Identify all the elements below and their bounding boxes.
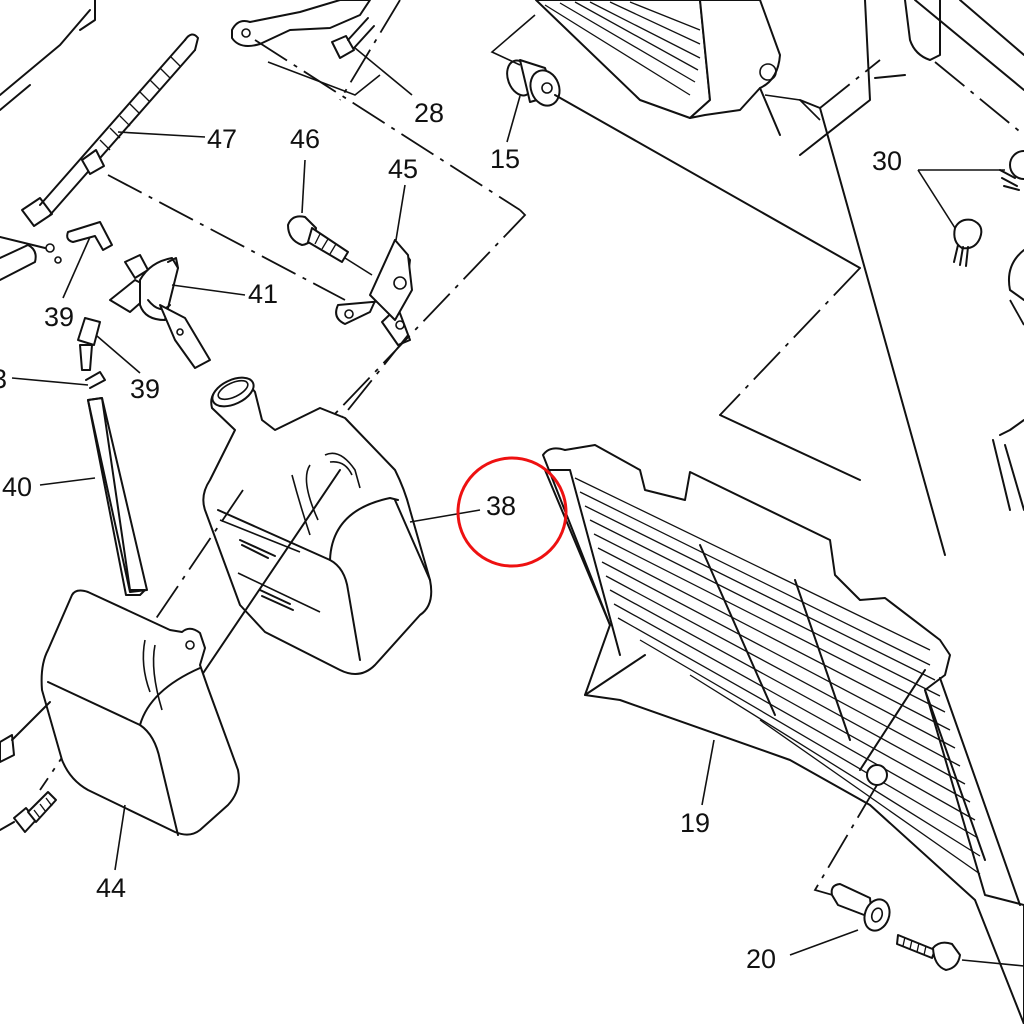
- label-44: 44: [96, 873, 126, 903]
- label-19: 19: [680, 808, 710, 838]
- long-bolt-47: [21, 33, 346, 301]
- reservoir-marking-low: [259, 589, 294, 611]
- label-38: 38: [486, 491, 516, 521]
- label-39-lower: 39: [130, 374, 160, 404]
- upper-left-frame-part: [0, 0, 96, 111]
- bolt-28: [331, 17, 413, 96]
- reservoir-marking-full: [239, 539, 276, 559]
- hose-40: [39, 397, 148, 596]
- right-edge-parts: [992, 299, 1024, 511]
- bolt-46: [287, 159, 373, 276]
- label-45: 45: [388, 154, 418, 184]
- upper-right-frame: [904, 0, 1024, 301]
- grille-slats: [574, 477, 981, 875]
- valve-41: [109, 254, 246, 369]
- hose-clamp-30: [917, 150, 1024, 267]
- label-46: 46: [290, 124, 320, 154]
- frame-outline-center: [719, 59, 946, 556]
- label-15: 15: [490, 144, 520, 174]
- collar-20: [789, 883, 891, 956]
- bushing-15: [490, 14, 861, 269]
- reservoir-cover-44: [40, 589, 240, 871]
- upper-bracket-link: [231, 0, 521, 211]
- left-fittings: [0, 236, 106, 389]
- label-30: 30: [872, 146, 902, 176]
- highlight-circle-38: [456, 456, 568, 568]
- bracket-45: [335, 184, 413, 346]
- label-39-upper: 39: [44, 302, 74, 332]
- upper-radiator: [535, 0, 906, 156]
- assembly-line-28: [339, 0, 401, 101]
- bolt-lower-left: [0, 791, 57, 833]
- radiator-guard-19: [542, 444, 1024, 1024]
- label-28: 28: [414, 98, 444, 128]
- label-partial-left: 3: [0, 364, 7, 394]
- bolt-lower-left-upper: [0, 701, 51, 763]
- bolt-lower-right: [896, 934, 1024, 971]
- hose-39-lower: [77, 317, 141, 374]
- label-40: 40: [2, 472, 32, 502]
- label-20: 20: [746, 944, 776, 974]
- hose-39-upper: [62, 221, 113, 299]
- label-47: 47: [207, 124, 237, 154]
- label-41: 41: [248, 279, 278, 309]
